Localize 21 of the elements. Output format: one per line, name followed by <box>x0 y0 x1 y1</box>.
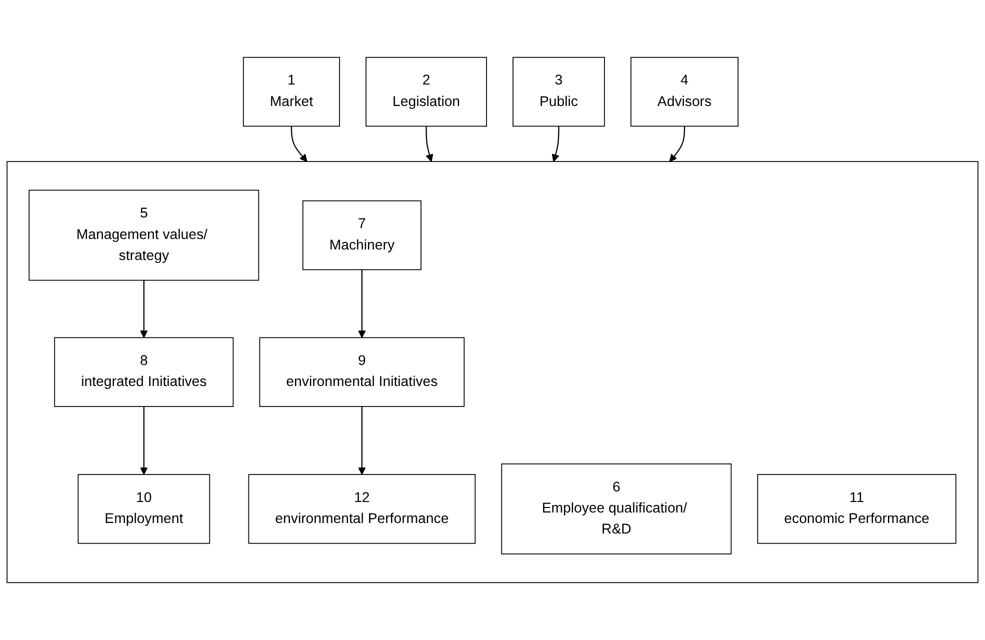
node-box: 5 Management values/ strategy <box>28 190 260 281</box>
node-box: 7 Machinery <box>302 200 422 270</box>
node-box: 10 Employment <box>78 474 210 544</box>
node-box: 8 integrated Initiatives <box>54 337 234 407</box>
node-box: 6 Employee qualification/ R&D <box>501 463 732 554</box>
arrow <box>140 406 148 475</box>
node-box: 1 Market <box>242 56 340 127</box>
arrow <box>669 126 686 162</box>
node-box: 11 economic Performance <box>757 474 956 544</box>
node-box: 12 environmental Performance <box>248 474 476 544</box>
arrow <box>358 270 366 338</box>
cluster <box>6 161 978 584</box>
arrow <box>140 280 148 338</box>
arrow <box>290 126 308 162</box>
arrow <box>358 406 366 475</box>
node-box: 2 Legislation <box>366 56 487 127</box>
node-box: 9 environmental Initiatives <box>259 337 465 407</box>
arrow <box>552 126 560 162</box>
node-box: 3 Public <box>512 56 605 127</box>
arrow <box>426 126 434 162</box>
node-box: 4 Advisors <box>630 56 738 127</box>
